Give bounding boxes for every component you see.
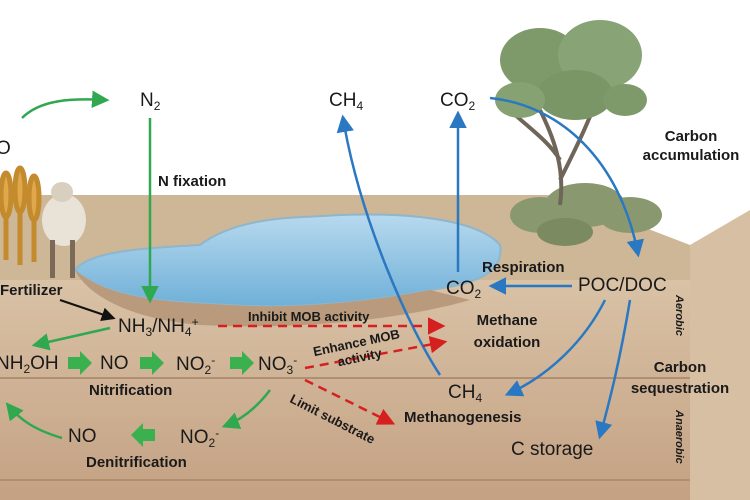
arrow-to-n2 [21,90,110,119]
no2-label-2: NO2- [180,427,219,449]
n2-label: N2 [140,91,160,112]
no2-2-text: NO [180,427,209,448]
nh4-sub: 4 [184,325,192,339]
no3-sub: 3 [286,363,294,377]
nh2oh-sub: 2 [23,362,31,376]
ch4-low-label: CH4 [448,383,482,404]
carbon-sequestration-label: Carbon sequestration [630,359,730,397]
ch4-top-sub: 4 [356,99,364,113]
methanogenesis-label: Methanogenesis [404,409,522,426]
c-storage-label: C storage [511,439,594,460]
arrow-nh3-to-nh2oh [31,326,111,351]
nh3-text: NH [118,316,146,337]
no-label-1: NO [100,353,129,374]
arrow-poc-to-ch4 [504,299,607,397]
co2-top-sub: 2 [468,99,476,113]
co2-top-label: CO2 [440,91,475,112]
soil-block-side [690,210,750,500]
co2-mid-label: CO2 [446,279,481,300]
inhibit-mob-label: Inhibit MOB activity [248,309,370,324]
co2-top-text: CO [440,90,469,111]
soil-block [0,280,690,500]
no3-text: NO [258,354,287,375]
nitrification-arrows [68,351,254,447]
anaerobic-label: Anaerobic [673,410,685,464]
arrow-carbon-accumulation [489,96,644,258]
ch4-low-text: CH [448,382,476,403]
ch4-top-text: CH [329,90,357,111]
no2-1-text: NO [176,354,205,375]
nh4-text: /NH [152,316,185,337]
n-fixation-label: N fixation [158,173,227,190]
poc-doc-label: POC/DOC [578,275,667,296]
n2-text: N [140,90,154,111]
no2-1-sub: 2 [204,363,212,377]
nh3-sub: 3 [145,325,153,339]
nh2oh-label: NH2OH [0,354,59,375]
sheep [42,182,86,278]
no2-2-sup: - [215,426,220,440]
ch4-low-sub: 4 [475,391,483,405]
nh3-nh4-label: NH3/NH4+ [118,316,199,338]
nh4-sup: + [191,315,199,329]
ch4-top-label: CH4 [329,91,363,112]
respiration-label: Respiration [482,259,565,276]
no3-sup: - [293,353,298,367]
co2-mid-text: CO [446,278,475,299]
arrow-fertilizer [59,299,116,322]
lake-sediment [75,270,470,327]
tree [495,20,647,206]
arrow-no3-to-no2 [221,389,271,429]
co2-mid-sub: 2 [474,287,482,301]
shrubs [510,183,662,246]
nitrification-label: Nitrification [89,382,173,399]
arrow-no-to-n2o [5,402,63,440]
fertilizer-label: Fertilizer [0,282,63,299]
arrow-enhance-mob [304,335,448,370]
nh2oh-text-a: NH [0,353,24,374]
arrow-ch4-up [336,114,442,376]
no-label-2: NO [68,426,97,447]
n2-sub: 2 [153,99,161,113]
no2-label-1: NO2- [176,354,215,376]
methane-oxidation-label: Methane oxidation [473,312,541,351]
nh2oh-text-b: OH [30,353,59,374]
carbon-accumulation-label: Carbon accumulation [642,128,740,164]
no3-label: NO3- [258,354,297,376]
arrow-limit-substrate [304,378,396,425]
aerobic-label: Aerobic [673,295,685,336]
no2-1-sup: - [211,353,216,367]
denitrification-label: Denitrification [86,454,187,471]
o-label: O [0,138,11,159]
wheat-crop [0,165,42,265]
arrow-poc-to-storage [595,299,632,440]
no2-2-sub: 2 [208,436,216,450]
